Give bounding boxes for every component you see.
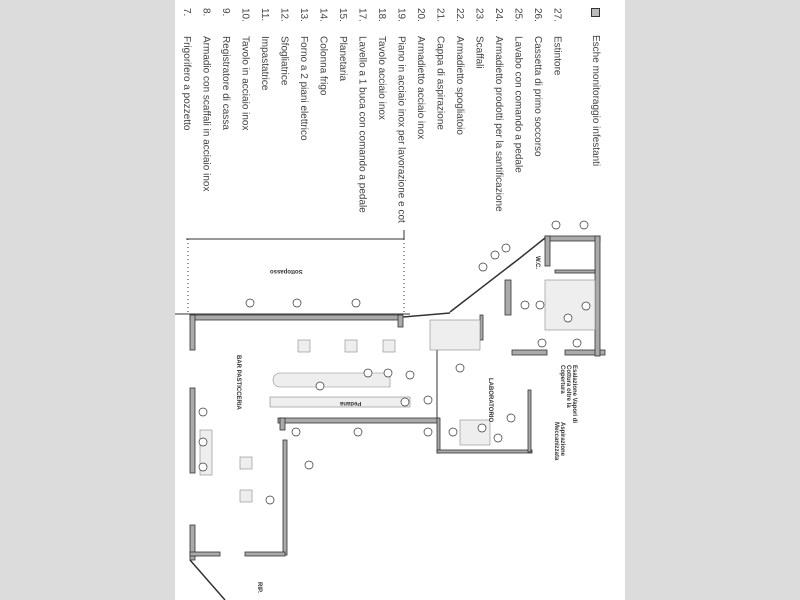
legend-number: 13. (298, 8, 309, 22)
legend-text: Piano in acciaio inox per lavorazione e … (395, 36, 407, 223)
legend-item: 9. Registratore di cassa (220, 8, 231, 130)
legend-item: 13. Forno a 2 piani elettrico (298, 8, 309, 141)
legend-number: 17. (356, 8, 368, 22)
legend-text: Sfogliatrice (278, 36, 290, 86)
label-aspirazione: Aspirazione Meccanizzata (553, 422, 565, 461)
legend-text: Armadietto spogliatoio (454, 36, 465, 135)
legend-item: 20. Armadietto acciaio inox (415, 8, 426, 139)
legend-item: 14. Colonna frigo (318, 8, 329, 95)
legend-text: Cappa di aspirazione (434, 36, 446, 130)
label-wc: W.C. (534, 256, 540, 269)
legend-item: 7. Frigorifero a pozzetto (181, 8, 192, 131)
legend-number: 9. (220, 8, 231, 17)
legend-item: 12. Sfogliatrice (279, 8, 290, 85)
legend-number: 22. (454, 8, 465, 22)
legend-item: 21. Cappa di aspirazione (435, 8, 446, 130)
bait-station-icon (590, 8, 600, 17)
legend-item: 24. Armadietto prodotti per la santificaz… (493, 8, 504, 212)
legend-text: Frigorifero a pozzetto (181, 36, 192, 131)
legend-number: 21. (434, 8, 446, 22)
legend-item: 25. Lavabo con comando a pedale (513, 8, 524, 173)
legend-text: Lavello a 1 buca con comando a pedale (356, 36, 368, 213)
legend-item: 26. Cassetta di primo soccorso (532, 8, 543, 157)
legend-item: 17. Lavello a 1 buca con comando a pedale (357, 8, 368, 213)
legend-item: 23. Scaffali (474, 8, 485, 69)
legend-text: Armadietto acciaio inox (415, 36, 426, 140)
label-sottopasso: Sottopasso (270, 268, 303, 274)
legend-number: 23. (473, 8, 485, 22)
legend-text: Armadietto prodotti per la santificazion… (493, 36, 504, 212)
label-rip: RIP. (256, 582, 262, 593)
legend-item: 22. Armadietto spogliatoio (454, 8, 465, 135)
furniture (199, 279, 596, 503)
legend-item: 11. Impastatrice (259, 8, 270, 90)
legend-number: 18. (376, 8, 387, 22)
walls (189, 235, 606, 561)
legend-text: Scaffali (473, 36, 485, 69)
legend-number: 25. (512, 8, 524, 22)
item-markers (198, 220, 591, 505)
legend-item: 27. Estintore (552, 8, 563, 75)
label-bar-pasticceria: BAR PASTICCERIA (235, 355, 241, 410)
legend-number: 14. (317, 8, 329, 22)
legend-item-bait: Esche monitoraggio infestanti (590, 8, 601, 166)
legend-text: Lavabo con comando a pedale (512, 36, 524, 173)
label-pedana: Pedana (340, 400, 362, 406)
floor-plan-page: 7. Frigorifero a pozzetto 8. Armadio con sc… (175, 0, 625, 600)
legend-text: Colonna frigo (317, 36, 329, 96)
legend-text: Planetaria (337, 36, 348, 82)
legend-number: 11. (259, 8, 270, 22)
legend-number: 20. (415, 8, 426, 22)
legend-text: Estintore (551, 36, 563, 76)
legend-number: 12. (278, 8, 290, 22)
legend-item: 19. Piano in acciaio inox per lavorazione… (396, 8, 407, 223)
legend-text: Impastatrice (259, 36, 270, 91)
legend-text: Cassetta di primo soccorso (532, 36, 543, 157)
legend-number: 10. (239, 8, 251, 22)
floor-plan-drawing (175, 220, 606, 600)
legend-number: 26. (532, 8, 543, 22)
legend-text: Armadio con scaffali in acciaio inox (200, 36, 212, 192)
legend-number: 24. (493, 8, 504, 22)
legend-text: Forno a 2 piani elettrico (298, 36, 309, 141)
legend-text: Tavolo in acciaio inox (239, 36, 251, 131)
legend-number: 7. (181, 8, 192, 17)
legend-number: 8. (200, 8, 212, 17)
legend-item: 8. Armadio con scaffali in acciaio inox (201, 8, 212, 191)
legend-text: Esche monitoraggio infestanti (590, 35, 601, 167)
legend-number: 19. (395, 8, 407, 22)
legend-number: 15. (337, 8, 348, 22)
legend-text: Registratore di cassa (220, 36, 231, 130)
legend-number: 27. (551, 8, 563, 22)
legend-item: 10. Tavolo in acciaio inox (240, 8, 251, 131)
label-laboratorio: LABORATORIO (487, 378, 493, 423)
legend-item: 15. Planetaria (337, 8, 348, 81)
legend-item: 18. Tavolo acciaio inox (376, 8, 387, 120)
legend-text: Tavolo acciaio inox (376, 36, 387, 120)
